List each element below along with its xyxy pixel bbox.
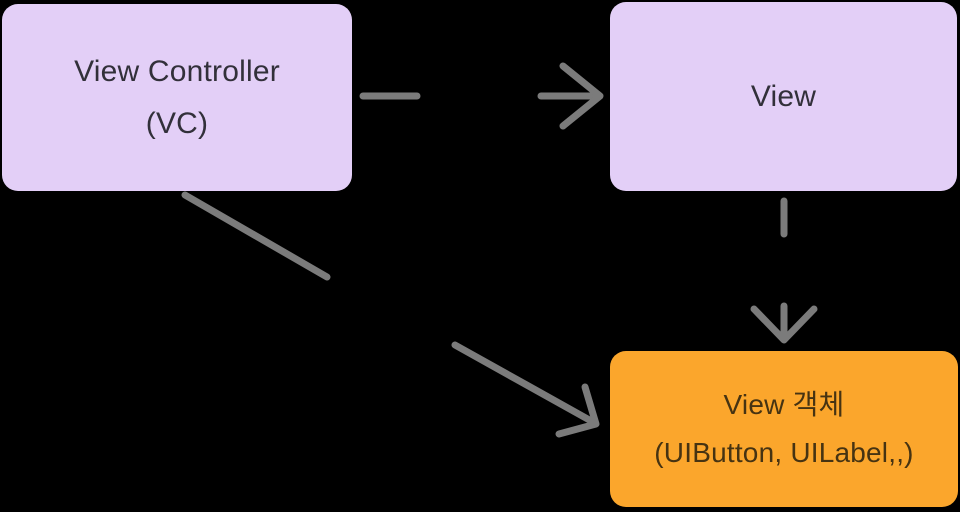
edge-vc-to-view-objects xyxy=(181,191,600,438)
arrowhead-down-icon xyxy=(750,305,818,344)
edge-view-to-view-objects xyxy=(750,197,818,344)
node-view-title: View xyxy=(750,79,817,113)
node-view-controller: View Controller (VC) xyxy=(2,4,352,191)
node-view-objects-subtitle: (UIButton, UILabel,,) xyxy=(654,437,914,468)
node-view-objects: View 객체 (UIButton, UILabel,,) xyxy=(610,351,958,507)
node-view-controller-title: View Controller xyxy=(74,54,280,88)
node-view: View xyxy=(610,2,957,191)
arrowhead-down-right-icon xyxy=(555,383,600,438)
node-view-controller-subtitle: (VC) xyxy=(145,106,209,140)
arrowhead-right-icon xyxy=(559,62,604,130)
node-view-objects-title: View 객체 xyxy=(723,389,845,420)
edge-vc-to-view-objects-dashes xyxy=(181,191,597,426)
edge-vc-to-view xyxy=(359,62,604,130)
